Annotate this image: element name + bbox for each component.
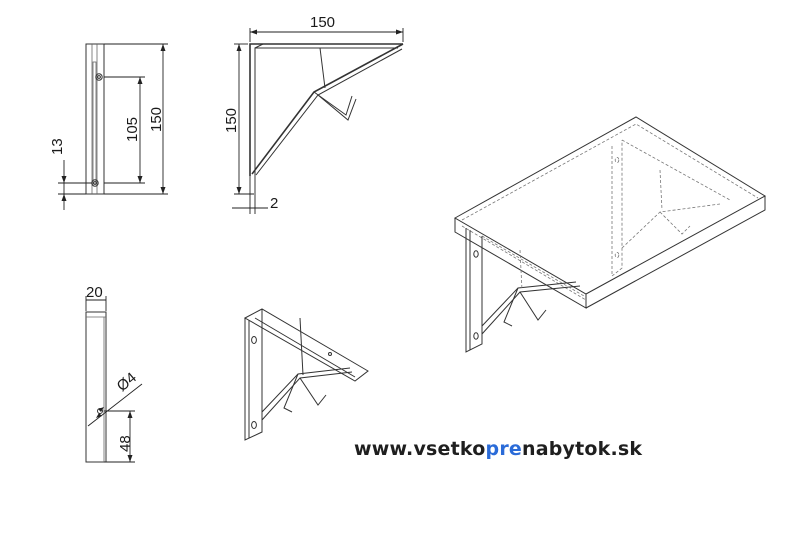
isometric-shelf xyxy=(453,116,766,353)
website-watermark: www.vsetkoprenabytok.sk xyxy=(354,438,642,460)
upper-hole xyxy=(95,73,103,81)
dim-top-width: 150 xyxy=(310,14,335,31)
watermark-highlight: pre xyxy=(485,438,522,460)
shelf-board-top xyxy=(453,116,766,295)
watermark-suffix: nabytok.sk xyxy=(521,438,643,460)
isometric-bracket xyxy=(243,308,369,441)
bracket-diagonal xyxy=(251,43,404,175)
bracket-top-plate xyxy=(243,308,369,382)
dim-bottom-offset: 48 xyxy=(117,435,134,452)
front-view xyxy=(232,28,404,214)
side-strip-outline xyxy=(85,43,105,195)
bracket-frame xyxy=(249,43,403,176)
strip-outline xyxy=(85,311,107,463)
dim-front-height: 150 xyxy=(223,108,240,133)
dim-side-height: 150 xyxy=(148,107,165,132)
watermark-prefix: www.vsetko xyxy=(354,438,486,460)
dim-hole-diameter: Ø4 xyxy=(114,369,140,395)
dim-hole-offset: 13 xyxy=(49,138,66,155)
dim-thickness: 2 xyxy=(270,195,278,212)
dim-strip-width: 20 xyxy=(86,284,103,301)
strip-view xyxy=(85,296,143,463)
dim-hole-spacing: 105 xyxy=(124,117,141,142)
side-view xyxy=(58,43,168,210)
